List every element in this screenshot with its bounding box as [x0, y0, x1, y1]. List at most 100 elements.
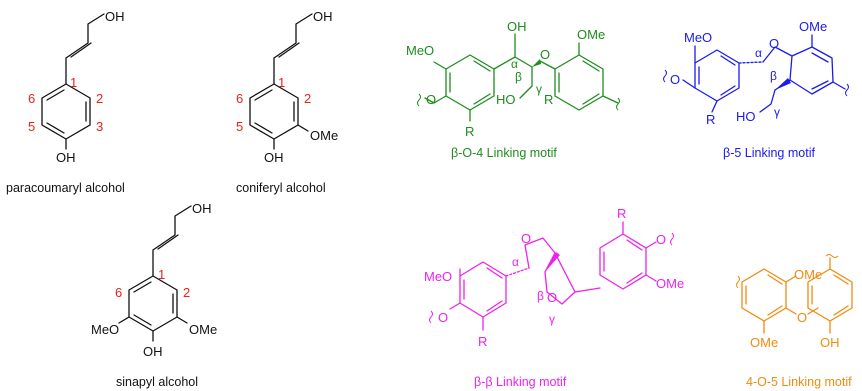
num-2: 2: [183, 285, 190, 300]
right-ring-ome: [645, 274, 657, 282]
label-beta: β: [770, 69, 777, 83]
alpha-chain: [493, 33, 533, 70]
label-top-oh: OH: [313, 9, 333, 24]
ring-double-bonds: [133, 281, 174, 326]
attach-squiggle-left: [429, 310, 433, 324]
r-bond: [711, 100, 718, 113]
label-furan-o-upper: O: [521, 231, 531, 246]
label-oh: OH: [820, 335, 840, 350]
label-meo: MeO: [406, 43, 434, 58]
right-ring-tail: [602, 95, 619, 104]
label-ome-top: OMe: [794, 267, 822, 282]
side-chain-double-bond: [70, 42, 92, 58]
left-ring-double: [698, 55, 736, 96]
num-5: 5: [28, 119, 35, 134]
label-ome: OMe: [310, 128, 338, 143]
monolignol-paracoumaryl: OH OH 1 2 3 5 6 paracoumaryl alcohol: [6, 9, 125, 195]
right-chain: [574, 287, 601, 293]
label-ho: HO: [736, 109, 756, 124]
caption-beta-beta: β-β Linking motif: [474, 375, 567, 389]
label-top-oh: OH: [105, 9, 125, 24]
right-ring-double: [558, 60, 600, 105]
side-chain-bonds: [273, 13, 313, 85]
caption-sinapyl: sinapyl alcohol: [116, 375, 198, 389]
motif-beta-o-4: MeO OH O OMe O R HO R α β γ β-O-4 Linkin…: [406, 19, 620, 160]
right-ring: [554, 54, 604, 111]
left-ring: [694, 49, 740, 102]
upper-furan: [524, 237, 556, 273]
ring-bonds: [41, 83, 91, 140]
o-bond: [449, 302, 461, 310]
caption-coniferyl: coniferyl alcohol: [236, 181, 326, 195]
ring-double-bonds: [46, 89, 87, 134]
label-r-right: R: [617, 206, 626, 221]
ome-bond: [176, 316, 188, 324]
attach-squiggle-left: [663, 69, 667, 83]
gamma-chain: [759, 89, 776, 113]
label-ether-o: O: [540, 47, 550, 62]
attach-squiggle-top: [825, 254, 839, 258]
label-furan-o: O: [769, 36, 779, 51]
label-r: R: [706, 112, 715, 127]
attach-squiggle-left: [736, 275, 740, 289]
label-meo: MeO: [424, 269, 452, 284]
label-alpha: α: [511, 57, 518, 71]
label-meo: MeO: [684, 30, 712, 45]
wedge-bond-beta: [775, 78, 791, 90]
left-ring-double: [449, 60, 491, 105]
attach-squiggle-left: [417, 93, 421, 107]
label-o: O: [426, 92, 436, 107]
label-ome: OMe: [189, 322, 217, 337]
meo-bond: [433, 61, 447, 70]
motif-beta-5: MeO O R O OMe HO α β γ β-5 Linking motif: [663, 19, 849, 160]
label-ome: OMe: [656, 276, 684, 291]
attach-squiggle-right: [616, 97, 620, 111]
label-ho: HO: [496, 92, 516, 107]
label-alpha: α: [512, 255, 519, 269]
wedge-bond: [532, 59, 541, 67]
label-o: O: [670, 72, 680, 87]
label-oh: OH: [264, 150, 284, 165]
left-ring: [459, 261, 507, 318]
label-ome: OMe: [577, 27, 605, 42]
attach-squiggle-right: [845, 83, 849, 97]
label-beta: β: [537, 289, 544, 303]
ring-bonds: [128, 275, 178, 332]
label-ome-bottom: OMe: [750, 335, 778, 350]
label-oh: OH: [56, 150, 76, 165]
num-3: 3: [96, 119, 103, 134]
right-ring-o: [645, 241, 657, 249]
label-gamma: γ: [549, 312, 555, 326]
monolignol-sinapyl: OH MeO OMe OH 1 2 6 sinapyl alcohol: [91, 201, 217, 389]
label-beta: β: [515, 70, 522, 84]
right-ring-double: [603, 239, 643, 284]
side-chain-bonds: [65, 13, 105, 85]
label-r-left: R: [465, 124, 474, 139]
caption-beta-5: β-5 Linking motif: [723, 146, 815, 160]
left-ome-top: [785, 275, 797, 283]
left-ring-double: [745, 274, 783, 316]
label-ether-o: O: [797, 310, 807, 325]
label-o-right: O: [656, 232, 666, 247]
label-r-right: R: [544, 92, 553, 107]
motif-4-o-5: OMe O OMe OH 4-O-5 Linking motif: [736, 254, 853, 389]
label-ome: OMe: [799, 19, 827, 34]
o-bond: [424, 95, 447, 104]
caption-4-o-5: 4-O-5 Linking motif: [746, 375, 852, 389]
label-meo: MeO: [91, 322, 119, 337]
left-ring-double: [463, 267, 503, 312]
right-ring-double: [811, 274, 849, 316]
ether-bonds: [539, 60, 556, 70]
num-6: 6: [236, 91, 243, 106]
caption-beta-o-4: β-O-4 Linking motif: [451, 146, 557, 160]
num-2: 2: [304, 91, 311, 106]
dash-bond-alpha: [505, 267, 530, 277]
lower-furan: [544, 252, 576, 305]
motif-beta-beta: MeO O R O O R O OMe α β γ β-β Linking mo…: [424, 206, 684, 389]
wedge-bond-beta: [545, 252, 560, 272]
num-5: 5: [236, 119, 243, 134]
right-ring: [599, 233, 647, 290]
side-chain-double-bond: [157, 234, 179, 250]
label-top-oh: OH: [192, 201, 212, 216]
